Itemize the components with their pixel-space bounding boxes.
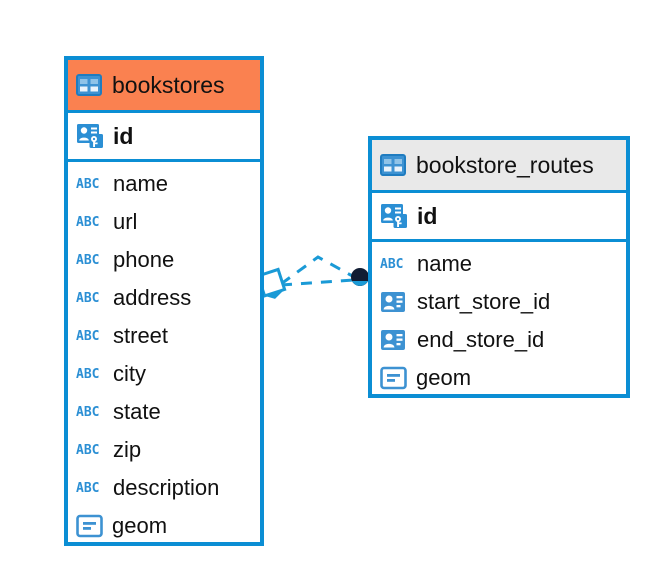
primary-key-icon — [381, 204, 407, 228]
geometry-type-icon — [380, 366, 407, 390]
field-label: address — [113, 285, 192, 310]
field-label: geom — [416, 365, 472, 390]
field-row-start-store-id[interactable]: start_store_id — [372, 283, 626, 321]
field-label: name — [417, 251, 473, 276]
field-label: zip — [113, 437, 142, 462]
geometry-type-icon — [76, 514, 103, 538]
field-row-id[interactable]: id — [372, 190, 626, 242]
field-label: end_store_id — [417, 327, 545, 352]
field-label: url — [113, 209, 138, 234]
text-type-icon: ABC — [380, 256, 404, 272]
entity-table-bookstores[interactable]: bookstores id ABC name — [64, 56, 264, 546]
table-icon — [76, 74, 102, 96]
text-type-icon: ABC — [76, 176, 100, 192]
field-label: id — [417, 202, 438, 229]
field-row-geom[interactable]: geom — [372, 359, 626, 397]
text-type-icon: ABC — [76, 328, 100, 344]
field-row-url[interactable]: ABC url — [68, 203, 260, 241]
entity-table-bookstore-routes[interactable]: bookstore_routes id ABC name — [368, 136, 630, 398]
entity-title: bookstores — [112, 71, 225, 98]
field-row-street[interactable]: ABC street — [68, 317, 260, 355]
text-type-icon: ABC — [76, 404, 100, 420]
table-icon — [380, 154, 406, 176]
field-row-address[interactable]: ABC address — [68, 279, 260, 317]
relationship-line-lower — [280, 278, 355, 287]
field-row-end-store-id[interactable]: end_store_id — [372, 321, 626, 359]
field-label: street — [113, 323, 169, 348]
text-type-icon: ABC — [76, 480, 100, 496]
field-label: phone — [113, 247, 175, 272]
field-label: geom — [112, 513, 168, 538]
field-label: city — [113, 361, 146, 386]
field-list-bookstore-routes: ABC name start_store_id — [372, 242, 626, 397]
field-label: start_store_id — [417, 289, 551, 314]
field-row-city[interactable]: ABC city — [68, 355, 260, 393]
field-label: id — [113, 122, 134, 149]
field-row-name[interactable]: ABC name — [372, 245, 626, 283]
text-type-icon: ABC — [76, 252, 100, 268]
primary-key-icon — [77, 124, 103, 148]
field-row-name[interactable]: ABC name — [68, 165, 260, 203]
field-label: description — [113, 475, 220, 500]
field-row-phone[interactable]: ABC phone — [68, 241, 260, 279]
field-row-id[interactable]: id — [68, 110, 260, 162]
foreign-key-icon — [381, 292, 405, 312]
relationship-line-upper — [280, 255, 357, 286]
field-label: state — [113, 399, 161, 424]
text-type-icon: ABC — [76, 442, 100, 458]
filled-circle-marker — [351, 268, 369, 286]
foreign-key-icon — [381, 330, 405, 350]
field-row-state[interactable]: ABC state — [68, 393, 260, 431]
field-row-geom[interactable]: geom — [68, 507, 260, 545]
text-type-icon: ABC — [76, 214, 100, 230]
field-row-description[interactable]: ABC description — [68, 469, 260, 507]
text-type-icon: ABC — [76, 366, 100, 382]
entity-header-bookstore-routes[interactable]: bookstore_routes — [372, 140, 626, 190]
field-row-zip[interactable]: ABC zip — [68, 431, 260, 469]
text-type-icon: ABC — [76, 290, 100, 306]
field-list-bookstores: ABC name ABC url ABC phone ABC address A… — [68, 162, 260, 545]
entity-header-bookstores[interactable]: bookstores — [68, 60, 260, 110]
field-label: name — [113, 171, 169, 196]
entity-title: bookstore_routes — [416, 151, 594, 178]
